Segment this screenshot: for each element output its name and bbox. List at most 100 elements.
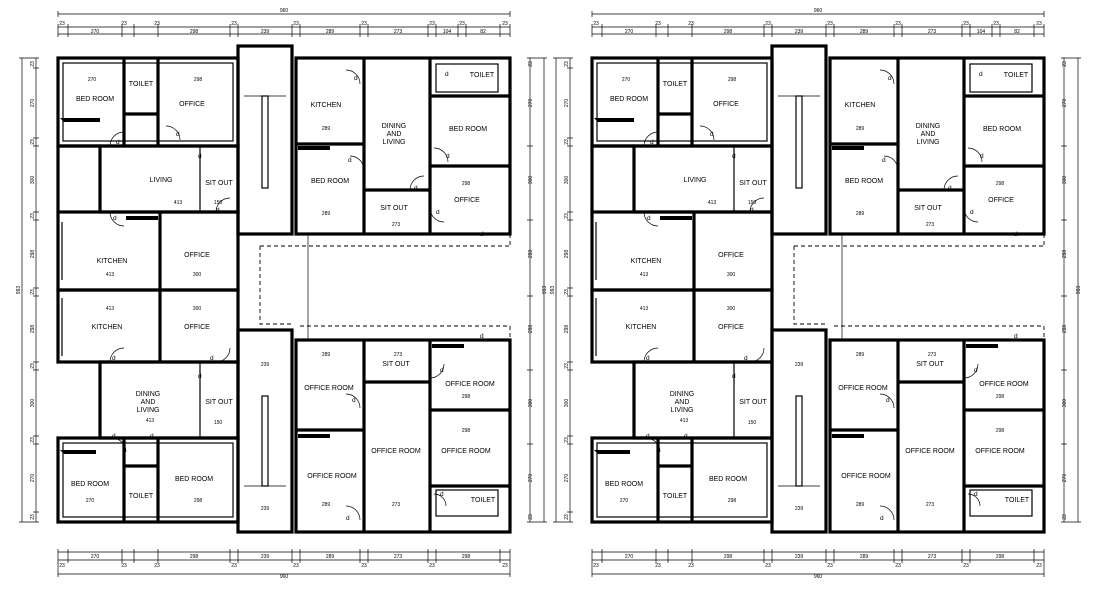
room-label: SIT OUT	[914, 205, 942, 212]
room-dim: 413	[708, 200, 717, 206]
room-label: SIT OUT	[382, 361, 410, 368]
room-dim: 273	[394, 352, 403, 358]
side-dim: 270	[1062, 99, 1068, 108]
room-dim: 289	[322, 502, 331, 508]
room-dim: 298	[462, 428, 471, 434]
top-dim: 273	[928, 29, 937, 35]
left-dimension-chain: 993 23 270 23 300 23 298 23 298 23 300 2…	[16, 57, 39, 523]
door-mark: d	[354, 75, 358, 82]
room-label: TOILET	[663, 493, 688, 500]
top-dim: 23	[963, 21, 969, 27]
side-dim: 23	[564, 437, 570, 443]
left-overall-dim: 993	[550, 286, 556, 295]
room-label: SIT OUT	[205, 399, 233, 406]
room-label: OFFICE ROOM	[371, 448, 421, 455]
top-dim: 298	[190, 29, 199, 35]
side-dim: 270	[564, 99, 570, 108]
top-dim: 23	[655, 21, 661, 27]
side-dim: 270	[528, 99, 534, 108]
side-dim: 300	[528, 176, 534, 185]
room-label: OFFICE	[718, 252, 744, 259]
bottom-dim: 298	[462, 554, 471, 560]
room-label: KITCHEN	[92, 324, 123, 331]
right-overall-dim: 993	[1076, 286, 1082, 295]
staircase-bottom	[770, 328, 828, 534]
room-label: KITCHEN	[311, 102, 342, 109]
side-dim: 23	[1062, 514, 1068, 520]
side-dim: 23	[564, 514, 570, 520]
door-mark: d	[112, 355, 116, 362]
door-mark: d	[888, 75, 892, 82]
room-dim: 150	[748, 200, 757, 206]
side-dim: 300	[30, 176, 36, 185]
top-dimension-chain: 960 23 270 23 23 298	[57, 8, 511, 37]
bottom-dim: 23	[154, 563, 160, 569]
door-mark: d	[980, 153, 984, 160]
top-dimension-chain: 960 23 270 23 23 298	[591, 8, 1045, 37]
bottom-overall-dim: 960	[814, 574, 823, 580]
room-label: TOILET	[1004, 72, 1029, 79]
door-mark: d	[198, 153, 202, 160]
staircase-top	[770, 44, 828, 236]
side-dim: 23	[1062, 61, 1068, 67]
room-label: OFFICE ROOM	[838, 385, 888, 392]
top-dim: 289	[326, 29, 335, 35]
door-mark: d	[882, 157, 886, 164]
door-mark: d	[684, 433, 688, 440]
top-dim: 82	[1014, 29, 1020, 35]
room-label: SIT OUT	[916, 361, 944, 368]
door-mark: d	[974, 491, 978, 498]
side-dim: 23	[30, 289, 36, 295]
side-dim: 300	[30, 399, 36, 408]
bottom-dim: 23	[293, 563, 299, 569]
room-dim: 273	[928, 352, 937, 358]
room-label: KITCHEN	[97, 258, 128, 265]
bottom-dim: 23	[765, 563, 771, 569]
bottom-dim: 23	[231, 563, 237, 569]
door-mark: d	[1014, 231, 1018, 238]
room-dim: 413	[640, 306, 649, 312]
room-dim: 273	[926, 502, 935, 508]
door-mark: d	[198, 373, 202, 380]
room-label: SIT OUT	[380, 205, 408, 212]
room-label: OFFICE	[713, 101, 739, 108]
room-label: OFFICE	[184, 324, 210, 331]
room-label: BED ROOM	[76, 96, 114, 103]
hatch-landings	[594, 118, 998, 454]
door-mark: d	[647, 215, 651, 222]
door-mark: d	[1014, 333, 1018, 340]
door-marks: d d d d d d d d d d d d d d d d d d d d	[646, 71, 1018, 522]
room-dim: 298	[996, 394, 1005, 400]
room-dim: 300	[727, 306, 736, 312]
door-mark: d	[750, 207, 754, 214]
bottom-dim: 23	[895, 563, 901, 569]
room-dim: 289	[322, 352, 331, 358]
door-mark: d	[732, 153, 736, 160]
door-mark: d	[216, 207, 220, 214]
top-dim: 23	[502, 21, 508, 27]
right-wing-walls	[294, 56, 512, 534]
top-dim: 104	[443, 29, 452, 35]
door-mark: d	[974, 367, 978, 374]
bottom-dim: 270	[625, 554, 634, 560]
side-dim: 23	[564, 363, 570, 369]
top-dim: 23	[121, 21, 127, 27]
bottom-dim: 23	[688, 563, 694, 569]
room-label: OFFICE ROOM	[975, 448, 1025, 455]
room-dimension-labels: 270 298 413 150 413 300 413 300 413 150 …	[620, 77, 1005, 512]
door-mark: d	[880, 515, 884, 522]
room-dim: 289	[322, 126, 331, 132]
bottom-dim: 289	[326, 554, 335, 560]
room-label: BED ROOM	[605, 481, 643, 488]
room-label: OFFICE ROOM	[979, 381, 1029, 388]
room-dim: 289	[856, 502, 865, 508]
top-dim: 289	[860, 29, 869, 35]
room-dim: 239	[261, 506, 270, 512]
room-dim: 300	[193, 306, 202, 312]
side-dim: 298	[1062, 250, 1068, 259]
room-dim: 239	[261, 362, 270, 368]
room-dim: 298	[996, 181, 1005, 187]
room-dim: 298	[462, 394, 471, 400]
side-dim: 270	[564, 474, 570, 483]
room-label: OFFICE ROOM	[905, 448, 955, 455]
